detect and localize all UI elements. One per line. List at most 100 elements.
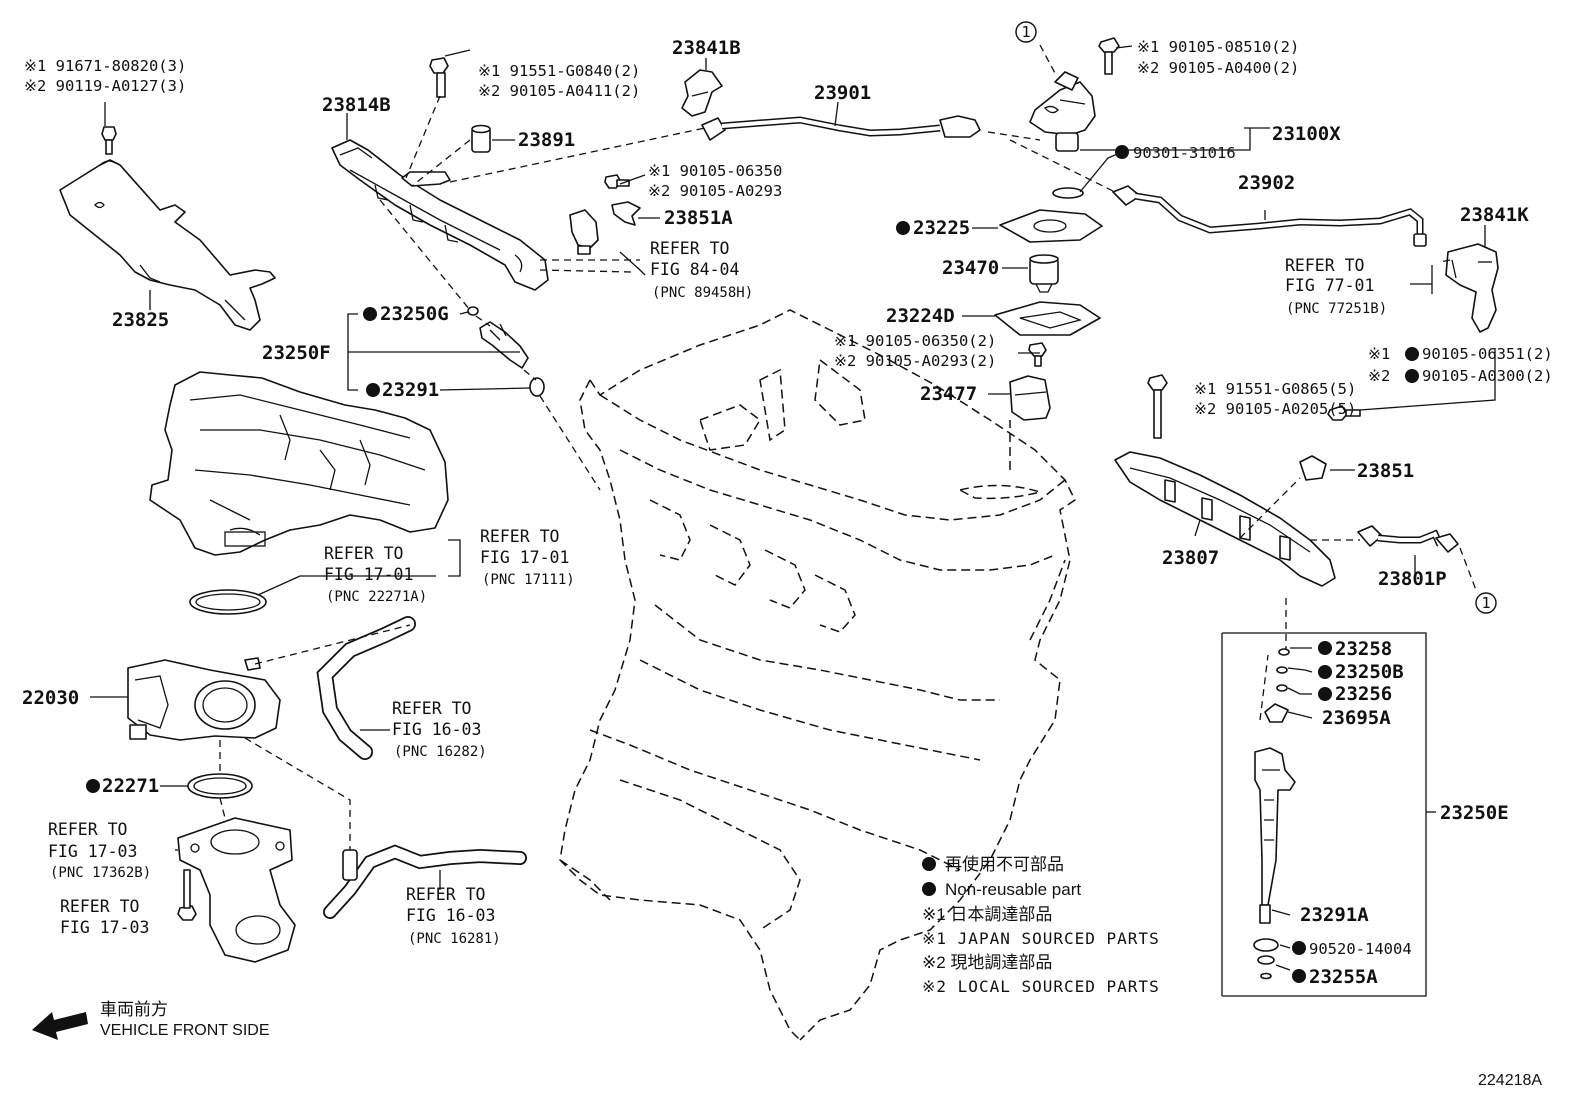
svg-text:(PNC 77251B): (PNC 77251B) bbox=[1286, 301, 1387, 317]
fuel-rail-23807 bbox=[1114, 451, 1336, 587]
intake-manifold bbox=[149, 371, 449, 556]
throttle-body-22030 bbox=[127, 657, 281, 741]
clip-23851A bbox=[611, 201, 641, 226]
gasket-22271 bbox=[187, 773, 253, 799]
label-22030: 22030 bbox=[22, 687, 79, 709]
svg-text:1: 1 bbox=[1021, 23, 1030, 41]
legend-local-en: ※2 LOCAL SOURCED PARTS bbox=[922, 977, 1160, 996]
oring-23250G bbox=[467, 306, 479, 316]
svg-text:FIG 77-01: FIG 77-01 bbox=[1285, 276, 1374, 295]
non-reusable-markers bbox=[86, 145, 1419, 983]
bolt-23807-jp: ※1 91551-G0865(5) bbox=[1194, 380, 1356, 398]
cover-23825 bbox=[59, 159, 276, 331]
label-23801P: 23801P bbox=[1378, 568, 1447, 590]
label-23291: 23291 bbox=[382, 379, 439, 401]
legend-non-reusable-jp: 再使用不可部品 bbox=[945, 854, 1064, 874]
label-23256: 23256 bbox=[1335, 683, 1392, 705]
bolt-23477-local: ※2 90105-A0293(2) bbox=[834, 352, 996, 370]
svg-text:FIG 16-03: FIG 16-03 bbox=[392, 720, 481, 739]
part-labels: ※1 91671-80820(3) ※2 90119-A0127(3) 2382… bbox=[22, 37, 1553, 988]
injector-23250F bbox=[479, 321, 529, 369]
injector-23250E bbox=[1253, 648, 1296, 980]
legend-japan-en: ※1 JAPAN SOURCED PARTS bbox=[922, 929, 1160, 948]
svg-text:FIG 84-04: FIG 84-04 bbox=[650, 260, 739, 279]
label-23814B: 23814B bbox=[322, 94, 391, 116]
plate-23224D bbox=[994, 301, 1101, 336]
svg-text:(PNC 89458H): (PNC 89458H) bbox=[652, 285, 753, 301]
legend-local-jp: ※2 現地調達部品 bbox=[922, 953, 1052, 972]
label-23291A: 23291A bbox=[1300, 904, 1369, 926]
hose-16282 bbox=[316, 616, 416, 760]
label-23841B: 23841B bbox=[672, 37, 741, 59]
label-23250G: 23250G bbox=[380, 303, 449, 325]
bolt-23477 bbox=[1028, 342, 1047, 367]
bolt-pump-local: ※2 90105-A0400(2) bbox=[1137, 59, 1299, 77]
front-label-jp: 車両前方 bbox=[100, 1000, 168, 1019]
svg-text:FIG 17-03: FIG 17-03 bbox=[48, 842, 137, 861]
label-23224D: 23224D bbox=[886, 305, 955, 327]
label-90301-31016: 90301-31016 bbox=[1133, 144, 1236, 162]
bolt-pump bbox=[1098, 37, 1120, 75]
label-23841K: 23841K bbox=[1460, 204, 1529, 226]
spacer-23891 bbox=[471, 124, 491, 153]
lifter-23470 bbox=[1029, 254, 1059, 293]
svg-text:REFER TO: REFER TO bbox=[60, 897, 139, 916]
front-arrow-icon bbox=[32, 1012, 88, 1040]
adapter-17362B bbox=[177, 817, 296, 963]
label-23255A: 23255A bbox=[1309, 966, 1378, 988]
svg-text:(PNC 17362B): (PNC 17362B) bbox=[50, 865, 151, 881]
label-23258: 23258 bbox=[1335, 638, 1392, 660]
label-23470: 23470 bbox=[942, 257, 999, 279]
label-23695A: 23695A bbox=[1322, 707, 1391, 729]
pipe-23801P bbox=[1357, 525, 1459, 553]
label-23100X: 23100X bbox=[1272, 123, 1341, 145]
bolt-23801P-jp: 90105-06351(2) bbox=[1422, 345, 1553, 363]
bolt-23807 bbox=[1147, 374, 1168, 439]
fuel-pump-23100X bbox=[1029, 71, 1096, 152]
svg-text:FIG 17-01: FIG 17-01 bbox=[324, 565, 413, 584]
label-22271: 22271 bbox=[102, 775, 159, 797]
bolt-23807-local: ※2 90105-A0205(5) bbox=[1194, 400, 1356, 418]
bolt-cover bbox=[101, 126, 117, 155]
svg-text:REFER TO: REFER TO bbox=[324, 544, 403, 563]
svg-text:※2: ※2 bbox=[1368, 367, 1390, 385]
svg-text:1: 1 bbox=[1481, 594, 1490, 612]
bracket-23841B bbox=[681, 69, 723, 117]
label-23901: 23901 bbox=[814, 82, 871, 104]
bolt-23801P-local: 90105-A0300(2) bbox=[1422, 367, 1553, 385]
gasket-23225 bbox=[999, 209, 1103, 243]
bolt-23851A-jp: ※1 90105-06350 bbox=[648, 162, 782, 180]
label-23225: 23225 bbox=[913, 217, 970, 239]
oring-90301 bbox=[1052, 187, 1084, 199]
vehicle-front-indicator: 車両前方 VEHICLE FRONT SIDE bbox=[32, 1000, 270, 1040]
bolt-pump-jp: ※1 90105-08510(2) bbox=[1137, 38, 1299, 56]
fuel-pipe-23901 bbox=[701, 115, 981, 141]
bolt-23851A-local: ※2 90105-A0293 bbox=[648, 182, 782, 200]
label-23250F: 23250F bbox=[262, 342, 331, 364]
svg-text:(PNC 22271A): (PNC 22271A) bbox=[326, 589, 427, 605]
svg-text:FIG 16-03: FIG 16-03 bbox=[406, 906, 495, 925]
bolt-rail-jp: ※1 91551-G0840(2) bbox=[478, 62, 640, 80]
label-23807: 23807 bbox=[1162, 547, 1219, 569]
circle-ref-top: 1 bbox=[1015, 21, 1037, 43]
bolt-cover-local: ※2 90119-A0127(3) bbox=[24, 77, 186, 95]
svg-text:(PNC 16281): (PNC 16281) bbox=[408, 931, 501, 947]
gasket-22271A bbox=[189, 589, 267, 615]
leader-lines bbox=[90, 45, 1496, 997]
legend-non-reusable-en: Non-reusable part bbox=[945, 880, 1081, 899]
svg-text:※1: ※1 bbox=[1368, 345, 1390, 363]
svg-text:(PNC 16282): (PNC 16282) bbox=[394, 744, 487, 760]
bolt-23801P bbox=[1327, 405, 1361, 421]
svg-text:REFER TO: REFER TO bbox=[392, 699, 471, 718]
svg-text:FIG 17-03: FIG 17-03 bbox=[60, 918, 149, 937]
housing-23477 bbox=[1009, 375, 1051, 421]
svg-text:FIG 17-01: FIG 17-01 bbox=[480, 548, 569, 567]
label-23825: 23825 bbox=[112, 309, 169, 331]
seal-23291 bbox=[529, 377, 545, 397]
svg-text:REFER TO: REFER TO bbox=[48, 820, 127, 839]
svg-text:REFER TO: REFER TO bbox=[406, 885, 485, 904]
svg-text:(PNC 17111): (PNC 17111) bbox=[482, 572, 575, 588]
bolt-23477-jp: ※1 90105-06350(2) bbox=[834, 332, 996, 350]
label-23250E: 23250E bbox=[1440, 802, 1509, 824]
